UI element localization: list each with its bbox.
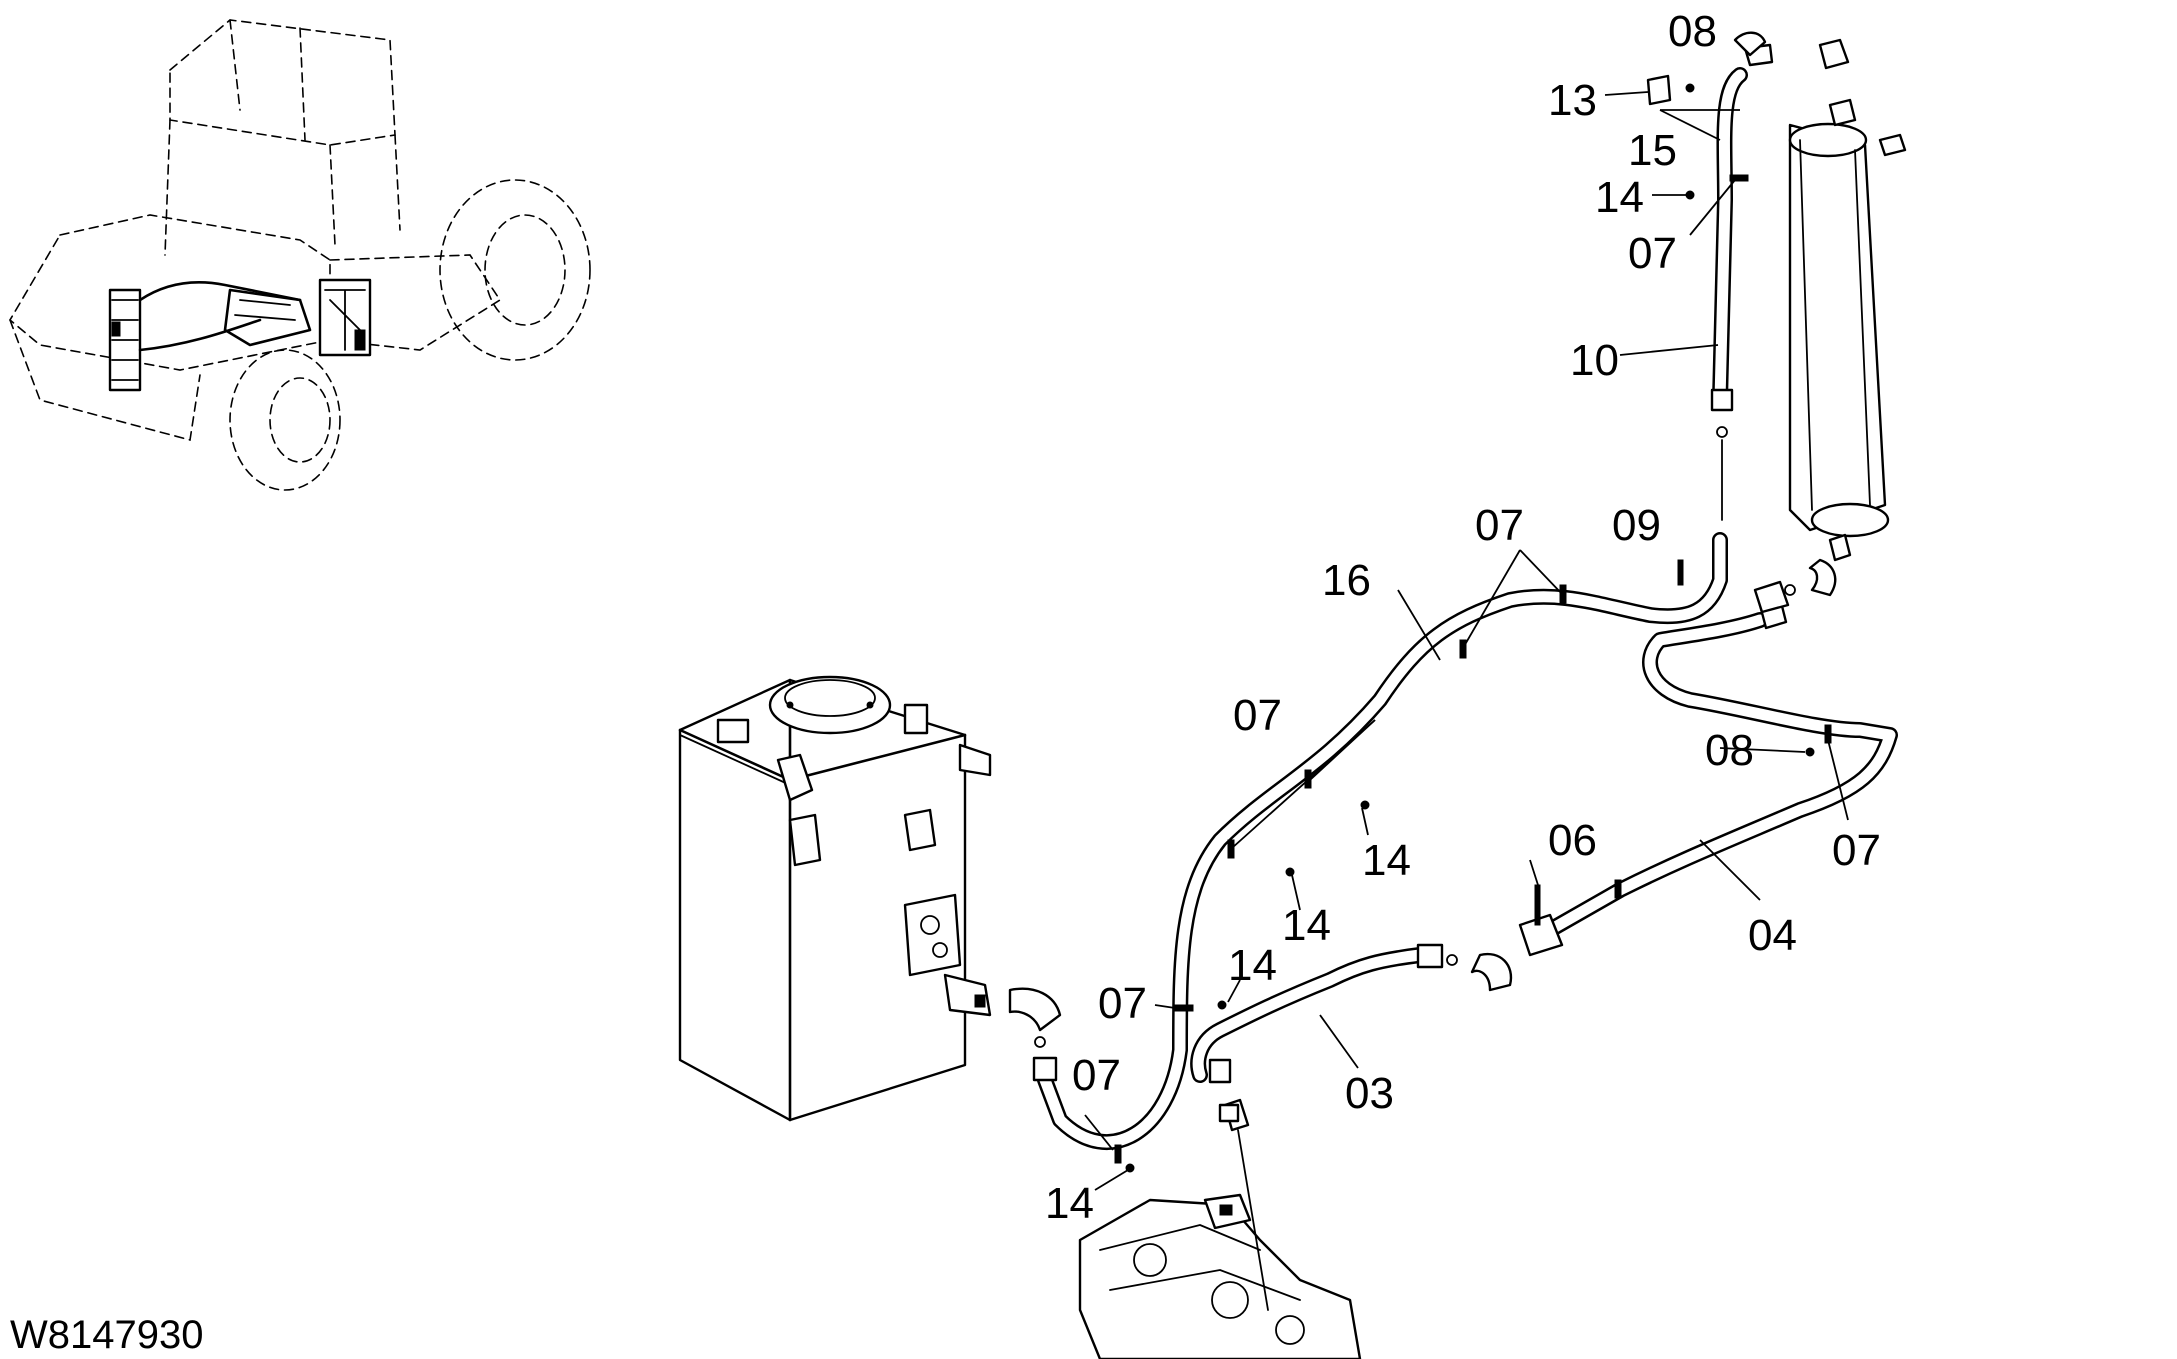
hose-16 — [1032, 532, 1728, 1150]
callout-08-top: 08 — [1668, 7, 1717, 56]
callout-10: 10 — [1570, 336, 1619, 385]
callout-15: 15 — [1628, 126, 1677, 175]
callout-07-bottom: 07 — [1072, 1051, 1121, 1100]
callout-04: 04 — [1748, 911, 1797, 960]
drawing-code: W8147930 — [10, 1313, 203, 1357]
hydraulic-tank — [678, 675, 1062, 1122]
callout-14-mid-b: 14 — [1282, 901, 1331, 950]
callout-09: 09 — [1612, 501, 1661, 550]
hose-04 — [1470, 596, 1898, 992]
callout-08-right: 08 — [1705, 726, 1754, 775]
callout-16: 16 — [1322, 556, 1371, 605]
cooler-fittings — [1733, 31, 1850, 614]
callout-07-right: 07 — [1832, 826, 1881, 875]
callout-07-left: 07 — [1098, 979, 1147, 1028]
callout-14-top: 14 — [1595, 173, 1644, 222]
oil-cooler — [1788, 98, 1907, 597]
callout-07-upper: 07 — [1475, 501, 1524, 550]
callout-07-mid: 07 — [1233, 691, 1282, 740]
hose-03 — [1190, 943, 1458, 1123]
callout-13: 13 — [1548, 76, 1597, 125]
callout-03: 03 — [1345, 1069, 1394, 1118]
callout-14-bottom: 14 — [1045, 1179, 1094, 1228]
callout-14-low: 14 — [1228, 941, 1277, 990]
hose-10 — [1710, 43, 1774, 521]
leader-lines — [1084, 91, 1849, 1191]
callout-06: 06 — [1548, 816, 1597, 865]
machine-locator-view — [8, 19, 591, 491]
callout-14-mid-a: 14 — [1362, 836, 1411, 885]
callout-07-top: 07 — [1628, 229, 1677, 278]
callout-labels: 08 13 15 14 07 10 07 09 16 07 08 14 06 0… — [1045, 7, 1881, 1228]
